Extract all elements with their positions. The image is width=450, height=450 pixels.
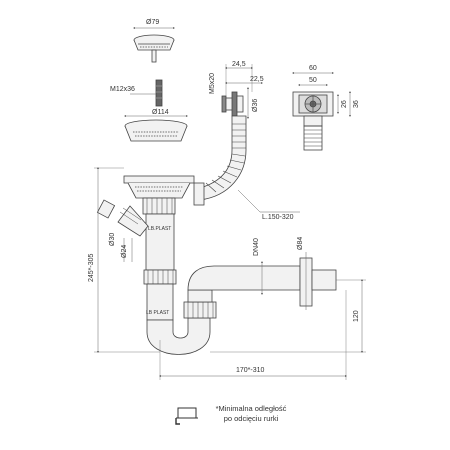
dim-245: 24,5 (232, 61, 246, 68)
dim-basket-d: Ø114 (152, 109, 169, 116)
dim-ov-h26: 26 (341, 100, 348, 108)
dim-height: 245*-305 (88, 253, 95, 282)
cut-note-line2: po odcięciu rurki (223, 414, 279, 423)
dim-bolt: M12x36 (110, 86, 135, 93)
hacksaw-icon (175, 407, 198, 425)
dim-width: 170*-310 (236, 367, 265, 374)
overflow-front-view (292, 91, 334, 151)
overflow-hose (193, 115, 247, 206)
dim-hose-len: L.150-320 (262, 214, 294, 221)
dim-ov-w60: 60 (309, 65, 317, 72)
dim-ov-h36: 36 (353, 100, 360, 108)
dim-m5: M5x20 (209, 73, 216, 94)
dim-ov-w50: 50 (309, 77, 317, 84)
main-siphon (96, 175, 337, 355)
hose-leader (237, 189, 261, 213)
dim-strainer-d: Ø79 (146, 19, 159, 26)
strainer-plug (133, 34, 175, 63)
dim-225: 22,5 (250, 76, 264, 83)
dim-d24: Ø24 (121, 245, 128, 258)
overflow-screw (221, 91, 244, 117)
cut-note: *Minimalna odległość po odcięciu rurki (196, 404, 306, 424)
cut-note-line1: *Minimalna odległość (215, 404, 287, 413)
dim-h120: 120 (353, 310, 360, 322)
dim-d84: Ø84 (297, 237, 304, 250)
dim-d36: Ø36 (252, 99, 259, 112)
bolt (155, 79, 163, 107)
brand-mark-upper: LB.PLAST (148, 226, 171, 232)
dim-d30: Ø30 (109, 233, 116, 246)
dim-dn40: DN40 (253, 238, 260, 256)
brand-mark-lower: LB PLAST (146, 310, 169, 316)
sink-basket (124, 119, 188, 142)
